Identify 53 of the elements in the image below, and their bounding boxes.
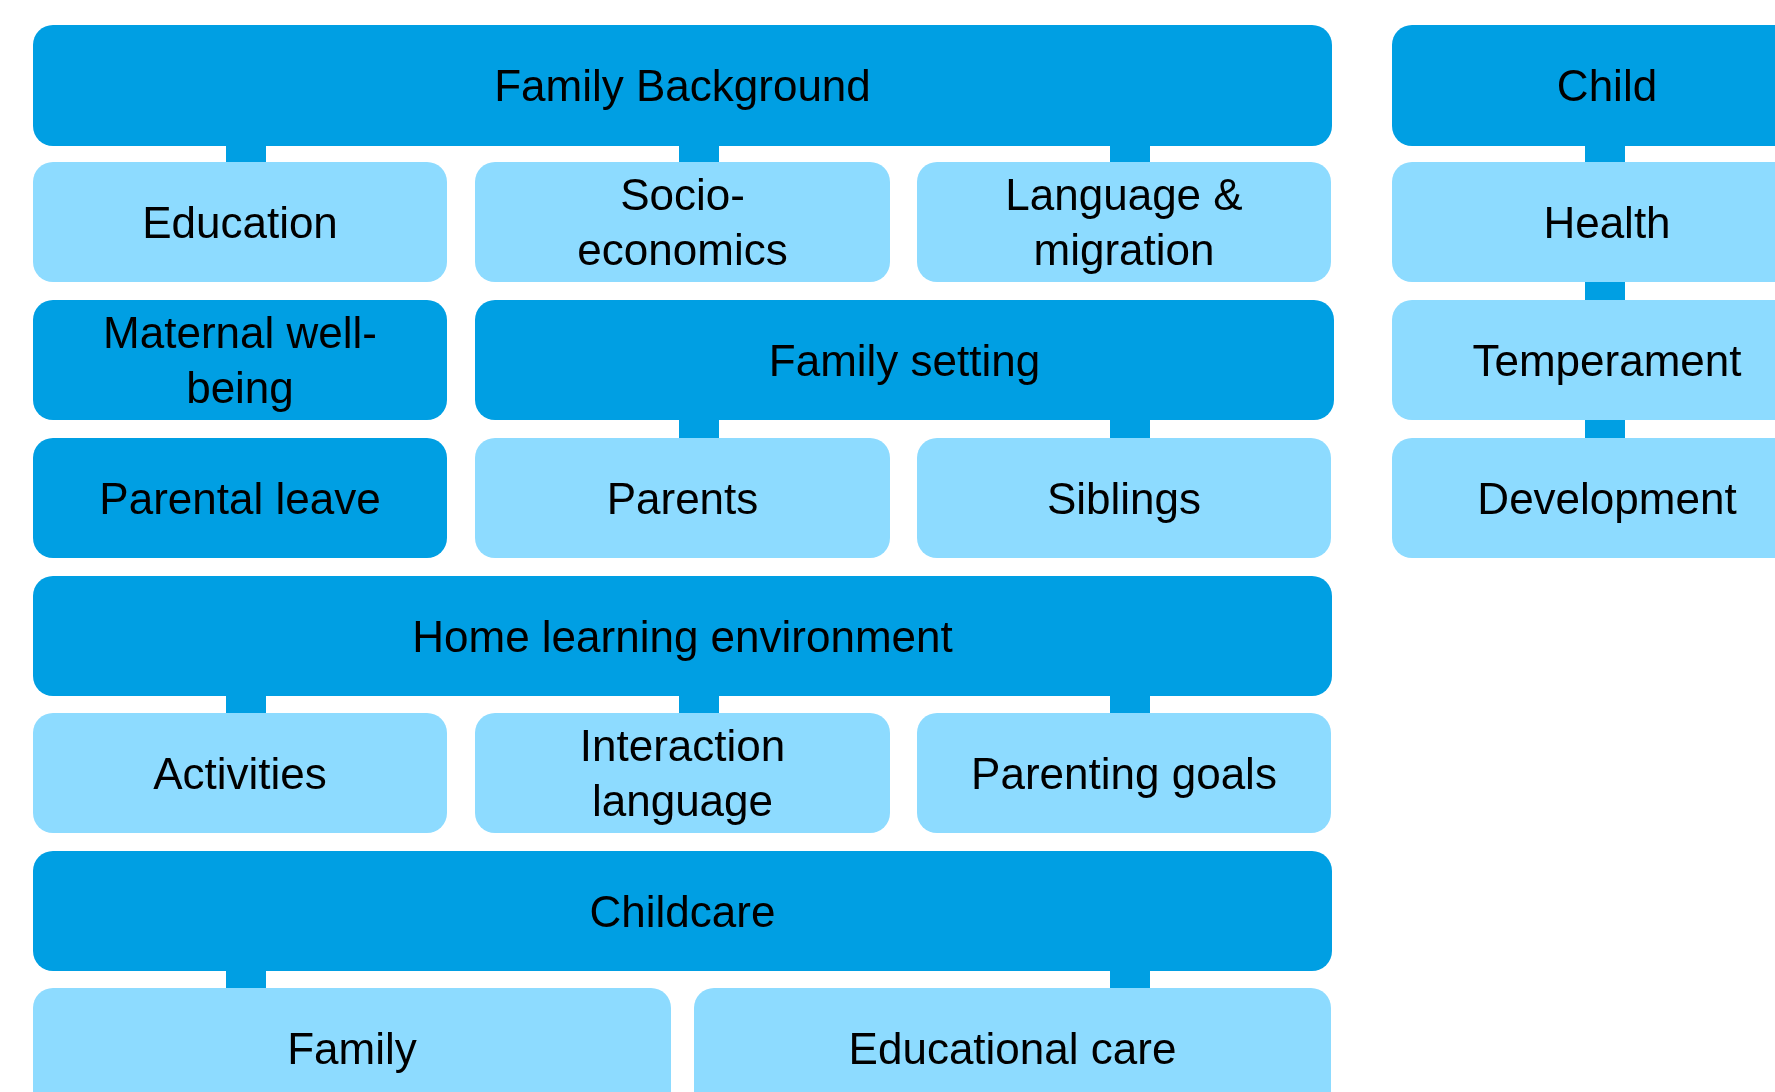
box-label: Family Background: [494, 60, 871, 112]
item-box: [475, 713, 890, 833]
box-label: Interaction language: [578, 720, 787, 827]
box-label: Educational care: [848, 1022, 1177, 1075]
connector-bar: [1110, 971, 1150, 988]
connector-bar: [679, 146, 719, 162]
category-box: [475, 300, 1334, 420]
box-label: Socio-economics: [576, 169, 789, 276]
connector-bar: [1585, 146, 1625, 162]
item-box: [1392, 162, 1775, 282]
box-label: Development: [1477, 472, 1737, 525]
item-box: [917, 162, 1331, 282]
box-label: Parental leave: [99, 472, 381, 525]
item-box: [33, 988, 671, 1092]
box-label: Parenting goals: [971, 747, 1277, 800]
category-box: [33, 300, 447, 420]
box-label: Health: [1543, 196, 1671, 249]
connector-bar: [679, 420, 719, 438]
box-label: Family: [287, 1022, 417, 1075]
box-label: Temperament: [1472, 334, 1742, 387]
item-box: [33, 162, 447, 282]
connector-bar: [226, 146, 266, 162]
box-label: Childcare: [589, 885, 776, 938]
item-box: [917, 438, 1331, 558]
box-label: Parents: [606, 472, 759, 525]
connector-bar: [679, 696, 719, 713]
box-label: Family setting: [768, 334, 1041, 387]
box-label: Siblings: [1046, 472, 1202, 525]
box-label: Language & migration: [1004, 169, 1244, 276]
box-label: Home learning environment: [412, 610, 953, 663]
connector-bar: [1110, 696, 1150, 713]
category-box: [33, 438, 447, 558]
connector-bar: [1110, 420, 1150, 438]
item-box: [1392, 300, 1775, 420]
connector-bar: [1585, 420, 1625, 438]
item-box: [475, 438, 890, 558]
box-label: Activities: [153, 747, 327, 800]
connector-bar: [226, 696, 266, 713]
category-box: [33, 851, 1332, 971]
connector-bar: [1110, 146, 1150, 162]
box-label: Education: [142, 196, 338, 249]
item-box: [917, 713, 1331, 833]
connector-bar: [1585, 282, 1625, 300]
category-box: [33, 25, 1332, 146]
box-label: Maternal well-being: [102, 307, 378, 414]
item-box: [694, 988, 1331, 1092]
item-box: [1392, 438, 1775, 558]
item-box: [475, 162, 890, 282]
category-box: [1392, 25, 1775, 146]
connector-bar: [226, 971, 266, 988]
category-box: [33, 576, 1332, 696]
item-box: [33, 713, 447, 833]
box-label: Child: [1556, 60, 1658, 112]
